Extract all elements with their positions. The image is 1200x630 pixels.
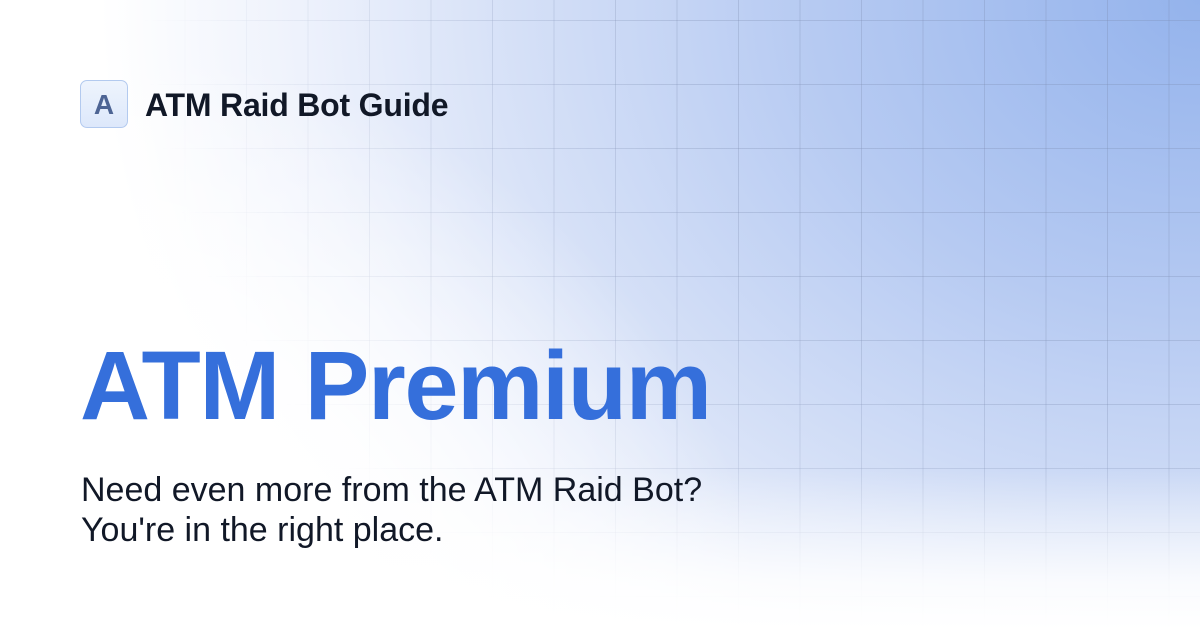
page-title: ATM Premium xyxy=(80,331,712,440)
subtitle-line-1: Need even more from the ATM Raid Bot? xyxy=(81,471,703,509)
site-header: A ATM Raid Bot Guide xyxy=(80,80,449,128)
logo-icon: A xyxy=(80,80,128,128)
page-subtitle: Need even more from the ATM Raid Bot? Yo… xyxy=(81,470,841,550)
logo-letter: A xyxy=(93,88,115,120)
subtitle-line-2: You're in the right place. xyxy=(81,511,444,549)
site-title: ATM Raid Bot Guide xyxy=(145,87,449,123)
background-bottom-fade xyxy=(0,470,1200,630)
